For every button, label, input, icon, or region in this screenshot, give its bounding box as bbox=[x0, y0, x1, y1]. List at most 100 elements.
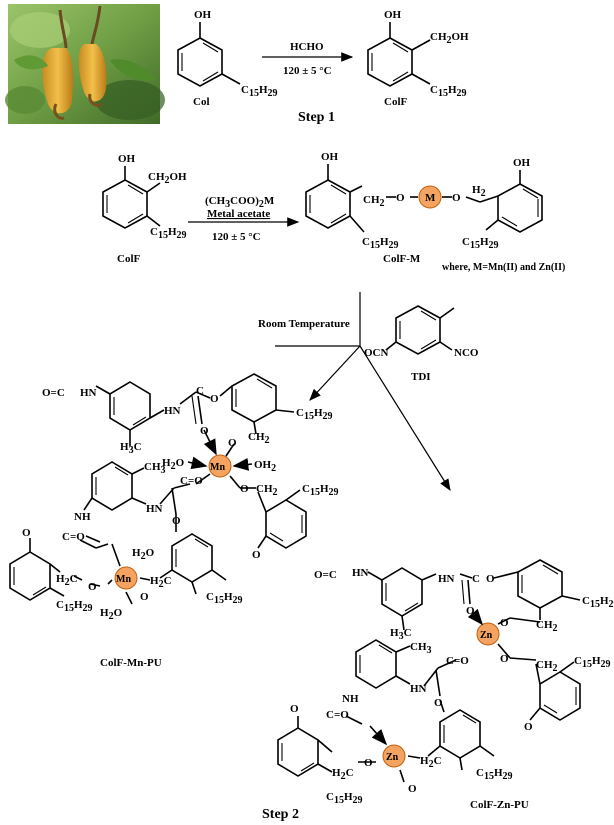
zn-o-mid: O bbox=[434, 697, 443, 709]
colf2-c15h29-label: C15H29 bbox=[150, 226, 187, 241]
colf-molecule bbox=[367, 22, 431, 87]
mn-c-eq: C=O bbox=[180, 475, 203, 487]
zn-h2c-lower: H2C bbox=[420, 755, 442, 770]
mn-hn-top2: HN bbox=[164, 405, 181, 417]
mn-ch3: CH3 bbox=[144, 461, 166, 476]
mn-pu-structure bbox=[9, 373, 307, 605]
colfm-metal: M bbox=[425, 192, 436, 204]
zn-nh-mid: NH bbox=[342, 693, 359, 705]
colfm-c15-left: C15H29 bbox=[362, 236, 399, 251]
colfm-h2-right: H2 bbox=[472, 184, 486, 199]
colf-name: ColF bbox=[384, 96, 408, 108]
mn-h2o-bottom: H2O bbox=[100, 607, 123, 622]
zn-ch2-lower: CH2 bbox=[536, 659, 558, 674]
zn-c-lower: C=O bbox=[326, 709, 349, 721]
mn-c-top: C bbox=[196, 385, 204, 397]
zn-o-top: O bbox=[486, 573, 495, 585]
mn-h2o-top: H2O bbox=[132, 547, 155, 562]
zn-o-carbonyl: O bbox=[466, 605, 475, 617]
mn-o-mid: O bbox=[172, 515, 181, 527]
tdi-ocn: OCN bbox=[364, 347, 389, 359]
mn-o-ester: O=C bbox=[42, 387, 65, 399]
step1-label: Step 1 bbox=[298, 110, 335, 125]
tdi-nco: NCO bbox=[454, 347, 479, 359]
metal-reagent-name: Metal acetate bbox=[207, 208, 270, 220]
step1-reagent: HCHO bbox=[290, 41, 324, 53]
zn-c-top: C bbox=[472, 573, 480, 585]
mn-h2o-left: H2O bbox=[162, 457, 185, 472]
zn-o-ester: O=C bbox=[314, 569, 337, 581]
colfm-oh-left: OH bbox=[321, 151, 339, 163]
tdi-name: TDI bbox=[411, 371, 431, 383]
mn-h2c-left: H2C bbox=[56, 573, 78, 588]
zn-h2c-left: H2C bbox=[332, 767, 354, 782]
colf-m-molecule bbox=[305, 164, 543, 233]
step2-condition: Room Temperature bbox=[258, 318, 350, 330]
mn-c15-right: C15H29 bbox=[302, 483, 339, 498]
zn-o-low2: O bbox=[408, 783, 417, 795]
zn-hn-top2: HN bbox=[438, 573, 455, 585]
colfm-c15-right: C15H29 bbox=[462, 236, 499, 251]
mn-oh2: OH2 bbox=[254, 459, 276, 474]
colf2-oh-label: OH bbox=[118, 153, 136, 165]
zn-c-eq: C=O bbox=[446, 655, 469, 667]
colfm-o-left: O bbox=[396, 192, 405, 204]
zn-hn-top: HN bbox=[352, 567, 369, 579]
zn-c15-top: C15H29 bbox=[582, 595, 614, 610]
zn-o-bridge: O bbox=[500, 617, 509, 629]
zn-center-1: Zn bbox=[480, 630, 493, 641]
colf2-name: ColF bbox=[117, 253, 141, 265]
colf-molecule-2 bbox=[102, 166, 161, 229]
zn-hn-mid: HN bbox=[410, 683, 427, 695]
metal-reagent: (CH3COO)2M bbox=[205, 195, 275, 210]
mn-center-1: Mn bbox=[210, 462, 225, 473]
zn-o-left: O bbox=[364, 757, 373, 769]
mn-center-2: Mn bbox=[116, 574, 131, 585]
arrow-to-zn bbox=[359, 345, 451, 492]
metal-condition: 120 ± 5 °C bbox=[212, 231, 261, 243]
where-note: where, M=Mn(II) and Zn(II) bbox=[442, 262, 565, 273]
mn-pu-name: ColF-Mn-PU bbox=[100, 657, 162, 669]
mn-h2c-lower: H2C bbox=[150, 575, 172, 590]
step1-condition: 120 ± 5 °C bbox=[283, 65, 332, 77]
zn-ch3: CH3 bbox=[410, 641, 432, 656]
mn-hn-mid: HN bbox=[146, 503, 163, 515]
mn-o-bridge: O bbox=[228, 437, 237, 449]
colfm-name: ColF-M bbox=[383, 253, 421, 265]
zn-ch2-top: CH2 bbox=[536, 619, 558, 634]
zn-h3c: H3C bbox=[390, 627, 412, 642]
zn-o-farleft: O bbox=[290, 703, 299, 715]
mn-c-lower: C=O bbox=[62, 531, 85, 543]
mn-c15-lowmid: C15H29 bbox=[206, 591, 243, 606]
zn-o-lower: O bbox=[500, 653, 509, 665]
mn-ch2-lower: CH2 bbox=[256, 483, 278, 498]
zn-center-2: Zn bbox=[386, 752, 399, 763]
mn-nh-mid: NH bbox=[74, 511, 91, 523]
colfm-oh-right: OH bbox=[513, 157, 531, 169]
col-molecule bbox=[177, 22, 241, 87]
mn-o-lower: O bbox=[240, 483, 249, 495]
mn-c15-top: C15H29 bbox=[296, 407, 333, 422]
mn-o-low2: O bbox=[140, 591, 149, 603]
zn-o-right: O bbox=[524, 721, 533, 733]
mn-hn-top: HN bbox=[80, 387, 97, 399]
arrow-to-mn bbox=[309, 345, 361, 401]
mn-ch2-top: CH2 bbox=[248, 431, 270, 446]
zn-c15-lowmid: C15H29 bbox=[476, 767, 513, 782]
step2-label: Step 2 bbox=[262, 807, 299, 822]
zn-pu-structure bbox=[277, 559, 581, 783]
col-oh-label: OH bbox=[194, 9, 212, 21]
zn-c15-right: C15H29 bbox=[574, 655, 611, 670]
colf2-ch2oh-label: CH2OH bbox=[148, 171, 187, 186]
colfm-o-right: O bbox=[452, 192, 461, 204]
colf-ch2oh-label: CH2OH bbox=[430, 31, 469, 46]
mn-c15-lowleft: C15H29 bbox=[56, 599, 93, 614]
tdi-molecule bbox=[385, 305, 455, 355]
colf-c15h29-label: C15H29 bbox=[430, 84, 467, 99]
colf-oh-label: OH bbox=[384, 9, 402, 21]
mn-o-right: O bbox=[252, 549, 261, 561]
col-c15h29-label: C15H29 bbox=[241, 84, 278, 99]
zn-pu-name: ColF-Zn-PU bbox=[470, 799, 529, 811]
